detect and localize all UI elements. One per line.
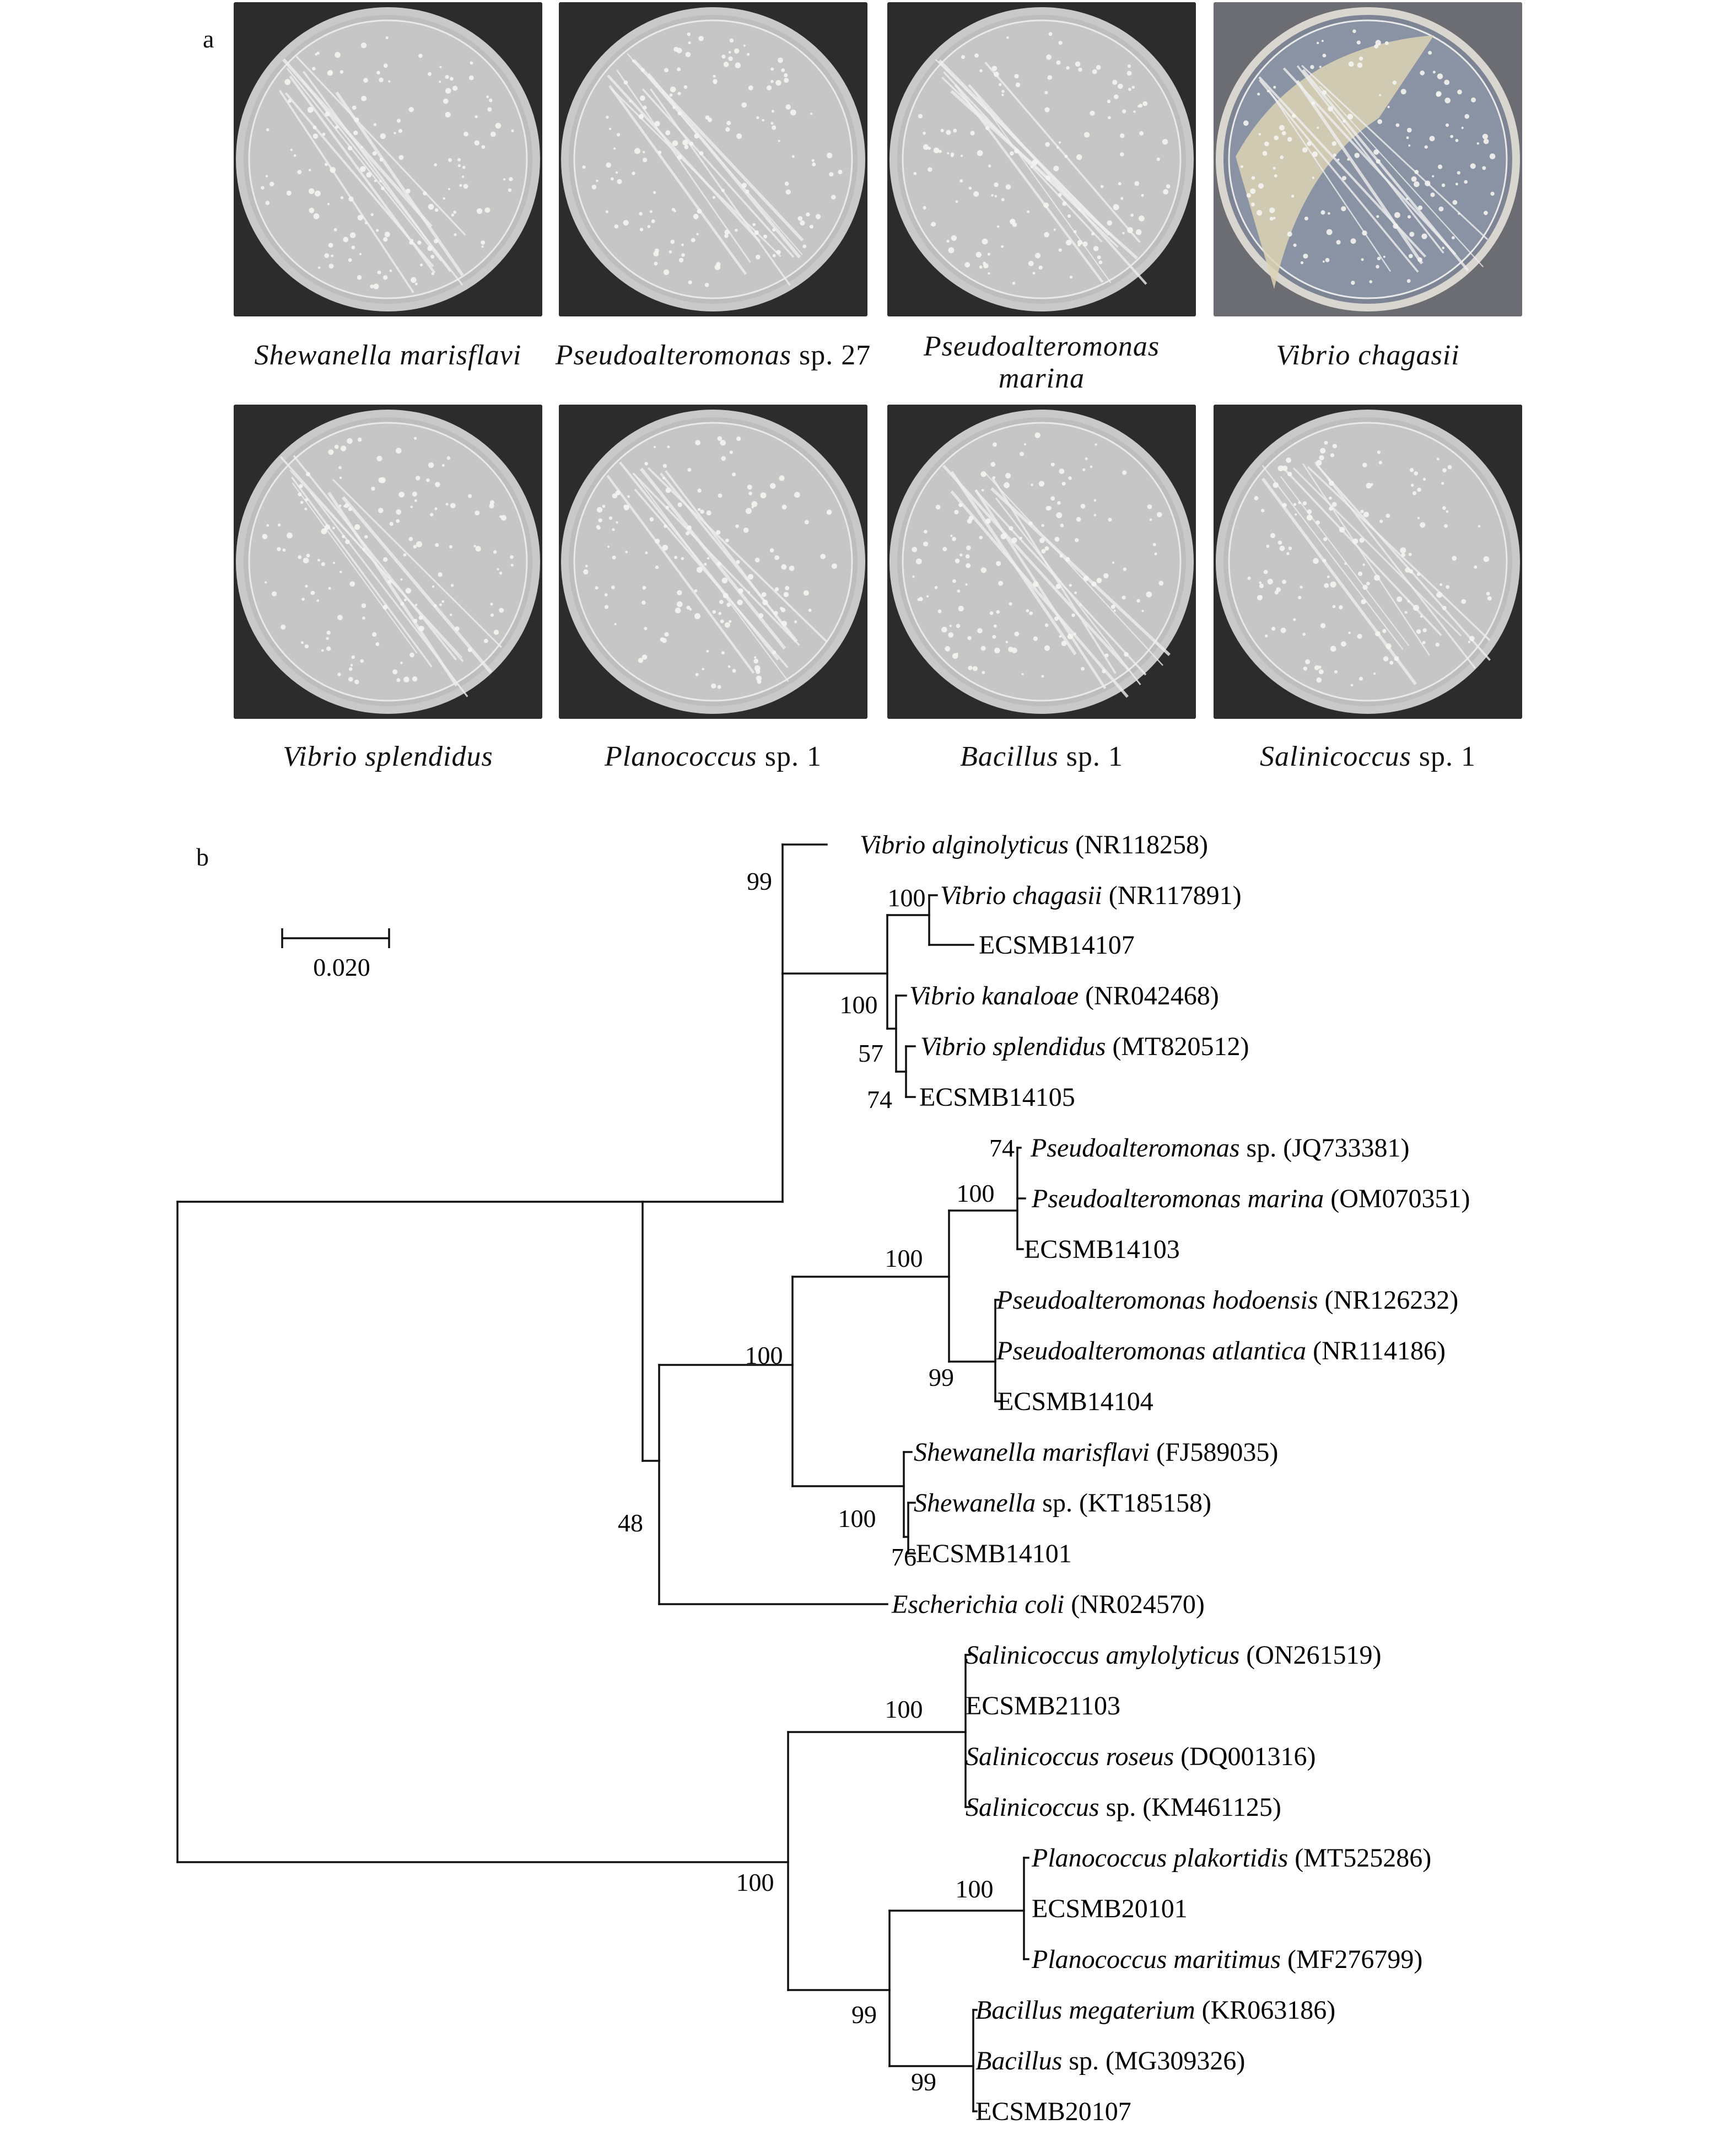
bootstrap-value: 100 — [956, 1875, 994, 1903]
plate-photo-1 — [234, 2, 542, 316]
bootstrap-value: 76 — [891, 1543, 916, 1571]
tree-leaf-label: Vibrio splendidus (MT820512) — [920, 1032, 1249, 1061]
scale-bar-label: 0.020 — [313, 953, 370, 981]
plate-caption-8: Salinicoccus sp. 1 — [1259, 741, 1476, 772]
tree-leaf-label: Vibrio kanaloae (NR042468) — [909, 981, 1219, 1010]
tree-leaf-label: Salinicoccus roseus (DQ001316) — [966, 1742, 1316, 1771]
bootstrap-value: 99 — [747, 867, 772, 895]
bootstrap-value: 99 — [911, 2068, 936, 2096]
plate-caption-2: Pseudoalteromonas sp. 27 — [555, 340, 871, 371]
plate-photo-6 — [559, 405, 867, 719]
tree-leaf-label: Planococcus plakortidis (MT525286) — [1031, 1843, 1431, 1873]
tree-leaf-label: ECSMB21103 — [966, 1691, 1120, 1720]
tree-leaf-label: ECSMB20101 — [1032, 1894, 1188, 1923]
plate-photo-7 — [887, 405, 1196, 719]
tree-leaf-label: ECSMB14103 — [1024, 1235, 1180, 1264]
tree-leaf-label: Vibrio chagasii (NR117891) — [940, 881, 1242, 910]
bootstrap-value: 48 — [618, 1509, 643, 1537]
tree-leaf-label: Bacillus sp. (MG309326) — [975, 2046, 1245, 2075]
tree-leaf-label: Vibrio alginolyticus (NR118258) — [860, 830, 1208, 859]
tree-leaf-label: Pseudoalteromonas marina (OM070351) — [1031, 1184, 1470, 1213]
bootstrap-value: 100 — [838, 1504, 876, 1532]
bootstrap-value: 100 — [840, 991, 878, 1019]
plate-caption-4: Vibrio chagasii — [1276, 340, 1460, 371]
tree-leaf-label: ECSMB14107 — [979, 931, 1135, 960]
tree-leaf-label: Shewanella marisflavi (FJ589035) — [914, 1438, 1278, 1467]
tree-leaf-label: Pseudoalteromonas atlantica (NR114186) — [996, 1336, 1446, 1365]
plate-caption-5: Vibrio splendidus — [283, 741, 493, 772]
tree-leaf-label: Pseudoalteromonas sp. (JQ733381) — [1030, 1133, 1410, 1163]
panel-a-label: a — [203, 25, 214, 53]
plate-photo-4 — [1214, 2, 1522, 316]
bootstrap-value: 100 — [957, 1179, 995, 1207]
phylogenetic-tree: 0.020 Vibrio alginolyticus (NR118258) Vib… — [176, 830, 1470, 2126]
tree-leaf-label: Escherichia coli (NR024570) — [891, 1590, 1205, 1619]
tree-leaf-label: Planococcus maritimus (MF276799) — [1031, 1945, 1422, 1974]
plate-photo-8 — [1214, 405, 1522, 719]
tree-leaf-label: Pseudoalteromonas hodoensis (NR126232) — [996, 1286, 1458, 1315]
panel-b-label: b — [196, 843, 209, 871]
bootstrap-value: 100 — [745, 1341, 783, 1369]
plate-caption-1: Shewanella marisflavi — [254, 340, 522, 371]
plate-caption-6: Planococcus sp. 1 — [605, 741, 822, 772]
scale-bar: 0.020 — [281, 928, 390, 981]
bootstrap-value: 74 — [867, 1085, 892, 1114]
tree-leaf-label: ECSMB14105 — [919, 1083, 1075, 1112]
tree-leaf-label: Shewanella sp. (KT185158) — [914, 1488, 1211, 1518]
plate-photo-2 — [559, 2, 867, 316]
tree-leaf-label: Salinicoccus amylolyticus (ON261519) — [966, 1641, 1382, 1670]
bootstrap-value: 99 — [851, 2001, 877, 2029]
tree-leaf-label: ECSMB14104 — [998, 1387, 1153, 1416]
tree-leaf-label: Salinicoccus sp. (KM461125) — [966, 1793, 1281, 1822]
tree-leaf-label: ECSMB14101 — [916, 1539, 1072, 1568]
bootstrap-value: 57 — [858, 1039, 883, 1067]
plate-photo-3 — [887, 2, 1196, 316]
plate-photo-5 — [234, 405, 542, 719]
bootstrap-value: 100 — [888, 884, 926, 912]
tree-leaf-label: Bacillus megaterium (KR063186) — [975, 1996, 1335, 2025]
bootstrap-value: 99 — [929, 1363, 954, 1391]
bootstrap-value: 100 — [736, 1868, 774, 1896]
plate-caption-7: Bacillus sp. 1 — [960, 741, 1123, 772]
bootstrap-value: 100 — [885, 1695, 923, 1723]
bootstrap-value: 100 — [885, 1244, 923, 1272]
tree-leaf-label: ECSMB20107 — [975, 2097, 1131, 2126]
bootstrap-value: 74 — [989, 1134, 1015, 1162]
